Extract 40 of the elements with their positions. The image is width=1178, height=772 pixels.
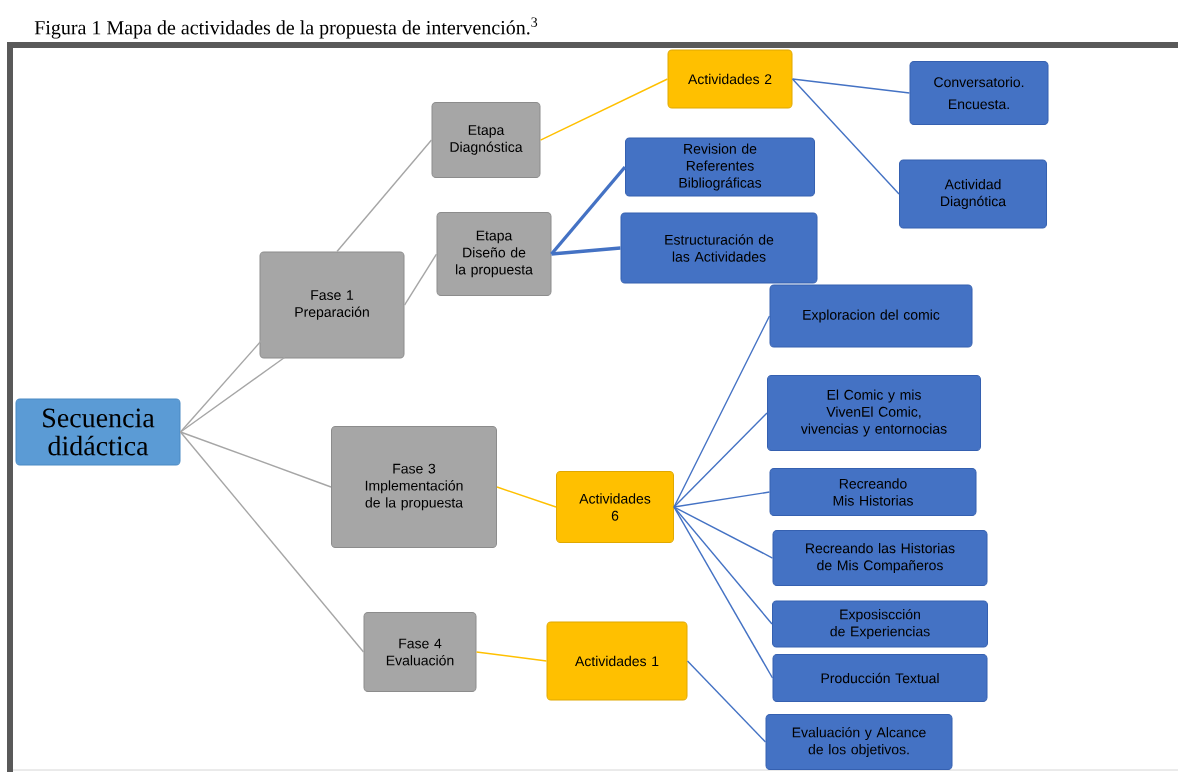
activity-group-box: Actividades 1 <box>546 621 688 701</box>
phase-box: Etapa Diagnóstica <box>431 102 541 178</box>
phase-box: Fase 4 Evaluación <box>363 612 477 692</box>
activity-box: Evaluación y Alcance de los objetivos. <box>765 714 953 770</box>
activity-box: Exploracion del comic <box>769 284 973 348</box>
phase-box: Fase 1 Preparación <box>259 251 405 359</box>
connector-line <box>686 660 767 743</box>
phase-box: Fase 3 Implementación de la propuesta <box>331 426 497 548</box>
connector-line <box>791 78 900 195</box>
activity-group-box: Actividades 6 <box>556 471 674 543</box>
phase-box: Etapa Diseño de la propuesta <box>436 212 552 296</box>
root-box: Secuencia didáctica <box>15 398 181 466</box>
activity-box: Actividad Diagnótica <box>899 159 1047 229</box>
connector-line <box>673 412 768 508</box>
connector-line <box>496 486 557 508</box>
connector-line <box>673 491 771 508</box>
connector-line <box>791 78 911 94</box>
connector-line <box>539 78 669 141</box>
activity-box: Recreando las Historias de Mis Compañeros <box>772 530 988 586</box>
activity-box: Exposiscción de Experiencias <box>772 600 988 648</box>
connector-line <box>179 356 286 433</box>
activity-box: Estructuración de las Actividades <box>620 212 818 284</box>
connector-line <box>673 506 774 559</box>
connector-line <box>475 651 548 662</box>
activity-box: Recreando Mis Historias <box>769 468 977 516</box>
connector-line <box>179 431 365 653</box>
figure-caption: Figura 1 Mapa de actividades de la propuesta de intervención.$^{3}$ <box>34 17 538 39</box>
activity-box: Revision de Referentes Bibliográficas <box>625 137 815 197</box>
connector-line <box>673 315 771 508</box>
connector-line <box>673 506 773 625</box>
activity-box: Producción Textual <box>772 654 988 702</box>
connector-line <box>336 139 433 253</box>
activity-box: El Comic y mis VivenEl Comic, vivencias y entornocias <box>767 375 981 451</box>
connector-line <box>179 431 332 488</box>
connector-line <box>551 246 621 256</box>
connector-line <box>403 253 438 306</box>
activity-box: Conversatorio. Encuesta. <box>909 61 1049 125</box>
activity-group-box: Actividades 2 <box>667 49 793 109</box>
connector-line <box>673 506 774 679</box>
connector-line <box>179 339 263 433</box>
